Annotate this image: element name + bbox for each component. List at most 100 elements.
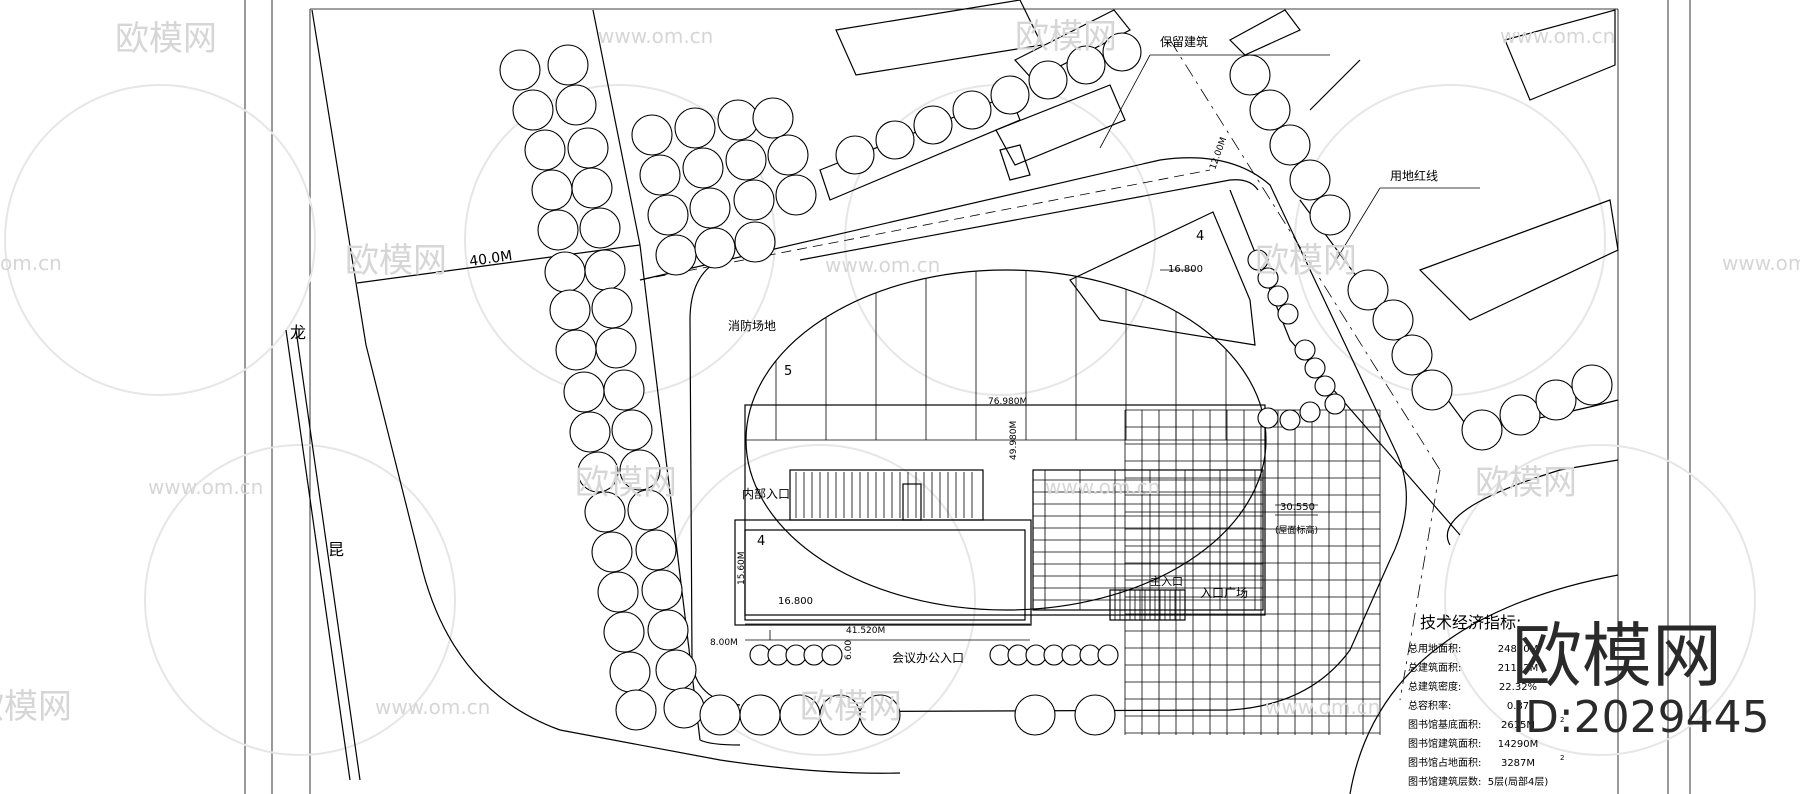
tree	[1249, 89, 1291, 131]
plaza-paving	[1124, 409, 1381, 735]
wm-url-7: www.om.cn	[1045, 475, 1160, 499]
tree	[584, 491, 626, 533]
wm-brand-5: 欧模网	[575, 463, 677, 503]
tree	[537, 209, 579, 251]
tree	[1269, 124, 1311, 166]
tree	[859, 694, 901, 736]
tree	[821, 644, 843, 666]
tree	[767, 134, 809, 176]
wm-url-9: www.om.cn	[1265, 695, 1380, 719]
indicator-value: 2615M	[1501, 720, 1535, 731]
label-floors-4a: 4	[1196, 229, 1204, 244]
indicator-value: 14290M	[1498, 739, 1538, 750]
tree	[913, 105, 953, 145]
indicator-unit: 2	[1560, 659, 1564, 667]
road-char-2: 昆	[328, 540, 344, 559]
tree	[647, 609, 689, 651]
watermarks: 欧模网 www.om.cn 欧模网 www.om.cn om.cn 欧模网 ww…	[0, 17, 1800, 727]
indicator-label: 总容积率:	[1408, 699, 1451, 712]
tree	[555, 329, 597, 371]
tree	[1028, 60, 1068, 100]
wm-url-6: www.om.cn	[148, 475, 263, 499]
tree	[591, 287, 633, 329]
tree	[1025, 644, 1047, 666]
tree	[689, 187, 731, 229]
tree	[803, 644, 825, 666]
tree	[1535, 379, 1577, 421]
indicator-label: 图书馆建筑层数:	[1408, 775, 1481, 788]
tree	[569, 411, 611, 453]
tree	[767, 644, 789, 666]
tree	[1309, 194, 1351, 236]
tree	[1571, 364, 1613, 406]
tree	[1279, 409, 1301, 431]
tree	[1229, 54, 1271, 96]
neighbor-buildings	[819, 0, 1619, 321]
wm-brand-1: 欧模网	[115, 19, 217, 59]
tree	[647, 194, 689, 236]
wm-brand-7: 欧模网	[0, 687, 72, 727]
wm-brand-2: 欧模网	[1015, 17, 1117, 57]
tree	[577, 451, 619, 493]
tree	[531, 169, 573, 211]
tree	[1304, 357, 1326, 379]
tree	[1499, 394, 1541, 436]
tree	[1014, 694, 1056, 736]
label-fire-ground: 消防场地	[728, 318, 776, 333]
tree	[1314, 375, 1336, 397]
tree	[1289, 159, 1331, 201]
label-floors-5: 5	[784, 364, 792, 379]
dim-bottom: 41.520M	[846, 626, 885, 636]
tree	[544, 251, 586, 293]
tree	[579, 207, 621, 249]
dim-depth: 49.980M	[1009, 421, 1019, 460]
tree	[734, 221, 776, 263]
label-public-entrance: 会议办公入口	[892, 650, 964, 665]
wm-url-4: www.om.cn	[825, 253, 940, 277]
tree	[1411, 369, 1453, 411]
tree	[597, 571, 639, 613]
tree	[584, 249, 626, 291]
label-floors-4b: 4	[757, 534, 765, 549]
tree	[1324, 393, 1346, 415]
indicator-title: 技术经济指标:	[1420, 613, 1521, 632]
dim-gap2: 6.00	[844, 640, 854, 660]
library-building	[734, 211, 1267, 641]
tree	[1043, 644, 1065, 666]
tree	[990, 75, 1030, 115]
wm-url-8: www.om.cn	[375, 695, 490, 719]
tree	[733, 179, 775, 221]
tree	[591, 531, 633, 573]
tree	[752, 97, 794, 139]
label-height-a: 16.800	[1168, 264, 1203, 275]
tree	[1247, 249, 1269, 271]
wm-brand-4: 欧模网	[1255, 241, 1357, 281]
tree	[615, 689, 657, 731]
wm-url-5: www.om.cn	[1722, 251, 1800, 275]
dim-width: 76.980M	[988, 397, 1027, 407]
label-height-b: 16.800	[778, 596, 813, 607]
brand-stamp: 欧模网 ID:2029445	[1512, 615, 1770, 743]
dim-gap: 8.00M	[710, 638, 738, 648]
plan-labels: 龙 昆 40.0M 保留建筑 用地红线 消防场地 内部入口 主入口 入口广场 会…	[290, 34, 1438, 665]
tree	[682, 147, 724, 189]
indicator-label: 图书馆建筑面积:	[1408, 737, 1481, 750]
tree	[1372, 299, 1414, 341]
tree	[1299, 401, 1321, 423]
tree	[1102, 32, 1142, 72]
tree	[595, 327, 637, 369]
label-height-c: 30.550	[1280, 502, 1315, 513]
indicator-value: 0.87	[1507, 701, 1529, 712]
tree	[1074, 694, 1116, 736]
leader-lines	[769, 54, 1480, 640]
tree	[524, 129, 566, 171]
indicator-label: 总建筑面积:	[1408, 661, 1461, 674]
tree	[1294, 339, 1316, 361]
tree	[655, 234, 697, 276]
dim-left: 15.60M	[737, 551, 747, 585]
tree	[1079, 644, 1101, 666]
dim-top-road: 12.00M	[1208, 136, 1229, 171]
road-width-label: 40.0M	[468, 248, 513, 270]
tree	[655, 649, 697, 691]
tree	[749, 644, 771, 666]
